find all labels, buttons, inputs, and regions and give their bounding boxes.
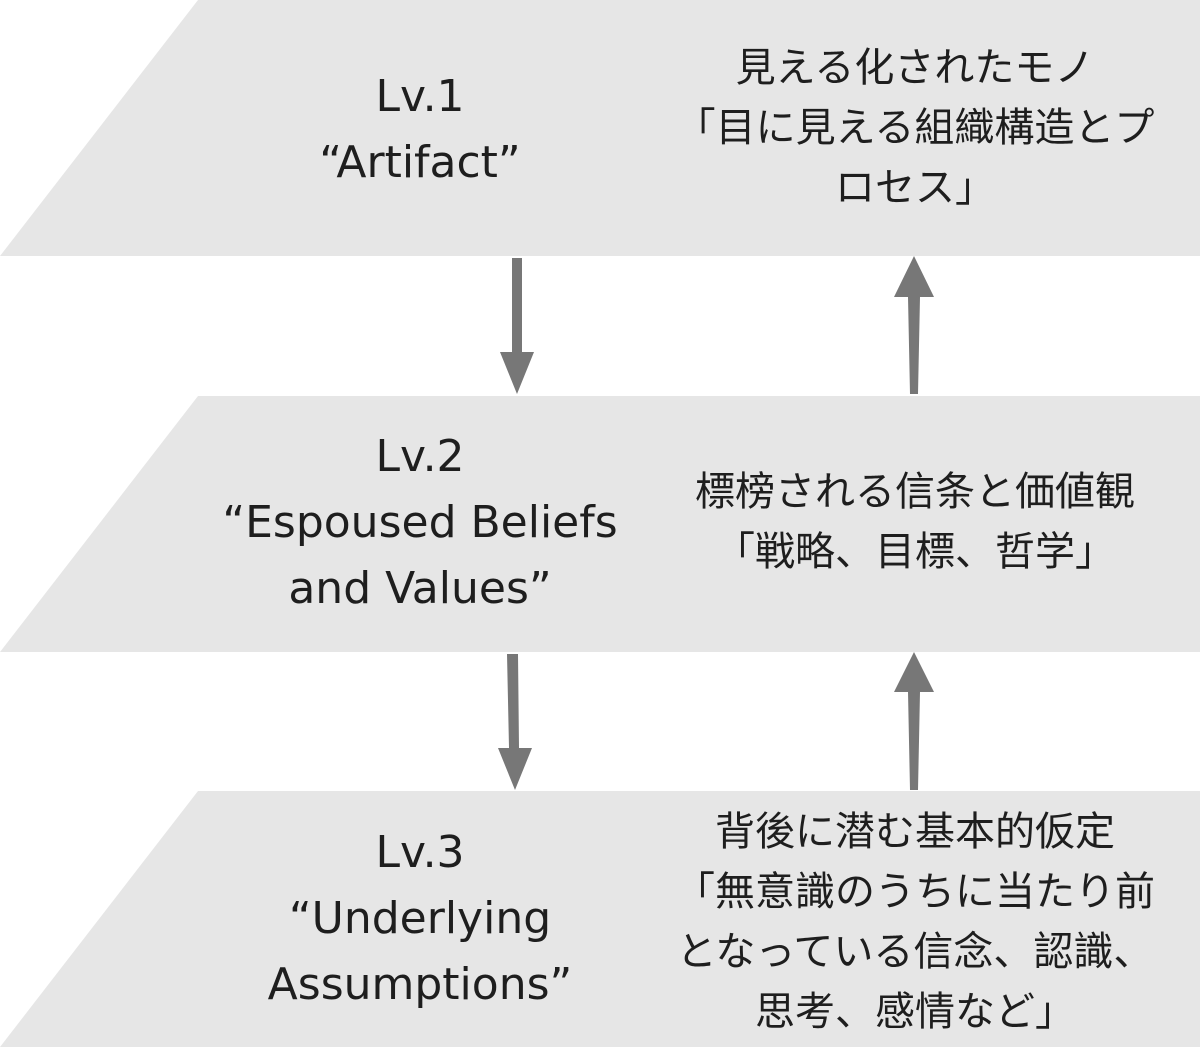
level-1-band (0, 0, 1200, 256)
level-1-description-line: ロセス」 (835, 165, 995, 211)
level-2-description: 標榜される信条と価値観 「戦略、目標、哲学」 (630, 462, 1200, 582)
level-2-title: Lv.2 “Espoused Beliefs and Values” (190, 424, 650, 622)
level-3-band (0, 791, 1200, 1047)
level-1-name: Lv.1 (375, 71, 465, 122)
level-3-description-line: 「無意識のうちに当たり前 (675, 869, 1155, 915)
level-2-band (0, 396, 1200, 652)
up-arrow-2-to-1 (894, 256, 934, 394)
down-arrow-2-to-3 (498, 654, 532, 790)
level-3-description-line: となっている信念、認識、 (676, 929, 1154, 975)
level-3-label-line: “Underlying (288, 893, 552, 944)
level-1-description: 見える化されたモノ 「目に見える組織構造とプ ロセス」 (630, 38, 1200, 218)
level-1-description-line: 「目に見える組織構造とプ (675, 105, 1155, 151)
level-3-name: Lv.3 (375, 827, 465, 878)
level-2-name: Lv.2 (375, 431, 465, 482)
level-2-label-line: and Values” (288, 563, 552, 614)
down-arrow-1-to-2 (500, 258, 534, 394)
level-3-description-line: 思考、感情など」 (755, 989, 1075, 1035)
level-2-description-line: 「戦略、目標、哲学」 (715, 529, 1115, 575)
level-1-label: “Artifact” (319, 137, 521, 188)
level-3-label-line: Assumptions” (267, 959, 573, 1010)
level-1-description-line: 見える化されたモノ (735, 45, 1095, 91)
level-1-title: Lv.1 “Artifact” (190, 64, 650, 196)
level-3-description-line: 背後に潜む基本的仮定 (715, 809, 1115, 855)
up-arrow-3-to-2 (894, 652, 934, 790)
level-3-description: 背後に潜む基本的仮定 「無意識のうちに当たり前 となっている信念、認識、 思考、… (630, 802, 1200, 1042)
level-2-description-line: 標榜される信条と価値観 (695, 469, 1135, 515)
level-3-title: Lv.3 “Underlying Assumptions” (190, 820, 650, 1018)
level-2-label-line: “Espoused Beliefs (222, 497, 618, 548)
